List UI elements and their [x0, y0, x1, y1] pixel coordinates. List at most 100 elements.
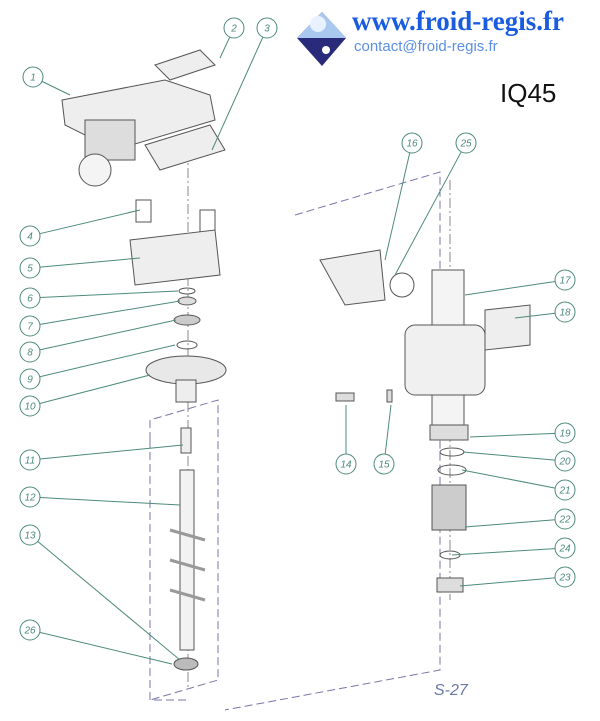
callout-circle [19, 619, 41, 641]
leader-line [394, 151, 462, 276]
callout-circle [335, 453, 357, 475]
leader-line [39, 319, 177, 351]
callout-11: 11 [19, 444, 184, 471]
sheet-code: S-27 [434, 682, 468, 699]
callout-number: 25 [459, 139, 472, 150]
callout-circle [554, 566, 576, 588]
callout-18: 18 [514, 301, 576, 323]
callout-circle [554, 450, 576, 472]
callout-circle [19, 341, 41, 363]
leader-line [459, 577, 556, 587]
callout-5: 5 [19, 257, 141, 279]
logo-icon [297, 12, 346, 66]
callout-22: 22 [464, 508, 576, 530]
callout-24: 24 [451, 537, 576, 559]
callout-circle [19, 225, 41, 247]
callout-4: 4 [19, 209, 141, 247]
callout-circle [373, 453, 395, 475]
callout-number: 15 [378, 460, 390, 471]
callout-circle [554, 537, 576, 559]
bracket-16-part [319, 249, 386, 306]
callout-3: 3 [211, 17, 278, 151]
callout-number: 26 [23, 626, 36, 637]
evaporator-part [404, 324, 486, 396]
leader-line [39, 444, 184, 460]
callout-number: 7 [27, 322, 33, 333]
callout-17: 17 [464, 269, 576, 296]
callout-number: 6 [27, 294, 33, 305]
callout-19: 19 [469, 422, 576, 444]
callout-number: 16 [406, 139, 418, 150]
callout-circle [401, 132, 423, 154]
callout-20: 20 [462, 450, 576, 472]
callout-circle [256, 17, 278, 39]
callout-number: 9 [27, 375, 33, 386]
callout-number: 1 [30, 73, 36, 84]
callout-number: 19 [559, 429, 571, 440]
callout-23: 23 [459, 566, 576, 588]
callout-8: 8 [19, 319, 177, 363]
callout-7: 7 [19, 300, 181, 337]
leader-line [41, 80, 71, 96]
leader-line [39, 631, 173, 665]
callout-circle [19, 315, 41, 337]
callout-number: 20 [558, 457, 571, 468]
leader-line [469, 432, 556, 438]
callout-number: 17 [559, 276, 571, 287]
callout-circle [19, 486, 41, 508]
leader-line [384, 152, 411, 261]
callout-circle [554, 301, 576, 323]
callout-number: 18 [559, 308, 571, 319]
leader-line [384, 404, 392, 455]
callout-circle [19, 287, 41, 309]
callout-number: 13 [24, 531, 36, 542]
callout-26: 26 [19, 619, 173, 665]
leader-line [39, 344, 176, 378]
leader-line [461, 469, 556, 489]
callout-number: 21 [558, 486, 570, 497]
callout-2: 2 [219, 17, 245, 59]
gearbox-part [61, 49, 226, 187]
callout-circle [554, 269, 576, 291]
callout-number: 22 [558, 515, 571, 526]
callout-circle [554, 508, 576, 530]
contact-email[interactable]: contact@froid-regis.fr [354, 38, 498, 55]
callout-14: 14 [335, 405, 357, 475]
leader-line [464, 519, 556, 528]
model-number: IQ45 [500, 78, 557, 108]
callout-number: 2 [230, 24, 237, 35]
callout-21: 21 [461, 469, 576, 501]
auger-part [179, 469, 195, 651]
callout-circle [19, 368, 41, 390]
callout-number: 24 [558, 544, 571, 555]
leader-line [514, 312, 556, 319]
callout-16: 16 [384, 132, 423, 261]
callout-number: 14 [340, 460, 352, 471]
callout-circle [554, 422, 576, 444]
callout-number: 10 [24, 402, 36, 413]
callout-circle [19, 257, 41, 279]
callout-15: 15 [373, 404, 395, 475]
callout-number: 3 [264, 24, 270, 35]
leader-line [39, 290, 179, 299]
callout-6: 6 [19, 287, 179, 309]
callout-circle [223, 17, 245, 39]
callout-circle [19, 449, 41, 471]
callout-number: 5 [27, 264, 33, 275]
callout-12: 12 [19, 486, 181, 508]
leader-line [39, 497, 181, 506]
leader-line [37, 541, 181, 661]
callout-25: 25 [394, 132, 477, 276]
callout-1: 1 [22, 66, 71, 96]
callout-number: 23 [558, 573, 571, 584]
leader-line [464, 280, 556, 296]
callout-number: 4 [27, 232, 33, 243]
website-link[interactable]: www.froid-regis.fr [352, 6, 564, 36]
callout-9: 9 [19, 344, 176, 390]
leader-line [211, 36, 264, 151]
leader-line [39, 374, 151, 404]
callout-number: 8 [27, 348, 33, 359]
leader-line [39, 300, 181, 325]
